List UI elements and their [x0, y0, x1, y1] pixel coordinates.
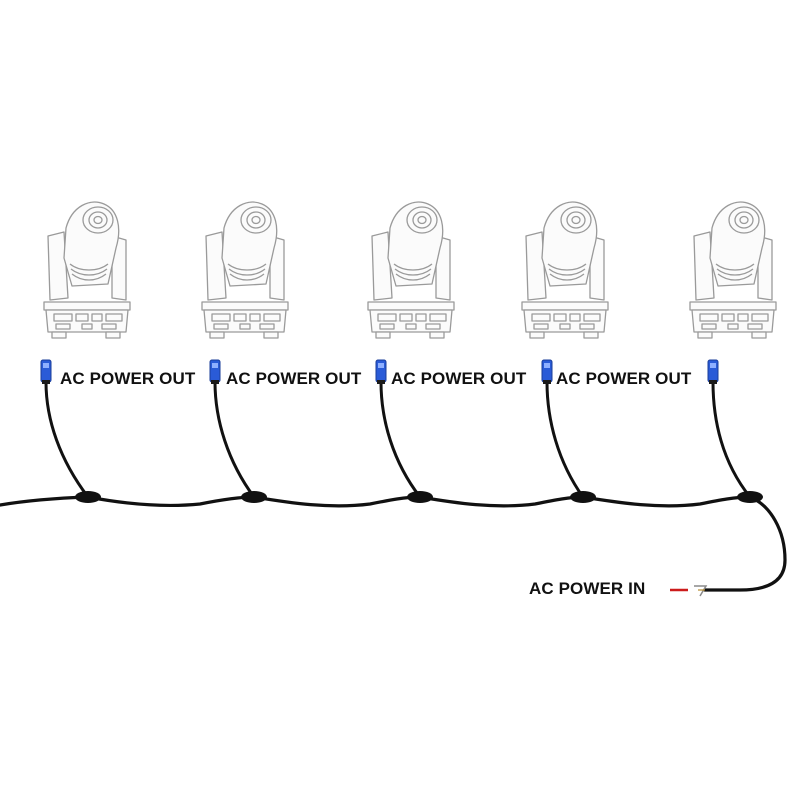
moving-head-5-fixture [688, 198, 778, 343]
powercon-connector-5 [707, 359, 719, 384]
drop-cable-1 [44, 380, 90, 499]
ac-power-out-label-4: AC POWER OUT [556, 369, 692, 388]
plug-end [670, 585, 708, 597]
drop-cable-2 [213, 380, 256, 499]
moving-head-icon [521, 201, 609, 339]
ac-power-out-label-3: AC POWER OUT [391, 369, 527, 388]
cable-splice-1 [75, 491, 101, 503]
cable-splice-5 [737, 491, 763, 503]
powercon-connector-4 [541, 359, 553, 384]
cable-splice-4 [570, 491, 596, 503]
moving-head-icon [201, 201, 289, 339]
ac-power-out-label-2: AC POWER OUT [226, 369, 362, 388]
drop-cable-4 [545, 380, 585, 499]
ac-power-out-label-1: AC POWER OUT [60, 369, 196, 388]
moving-head-2-fixture [200, 198, 290, 343]
cable-splice-2 [241, 491, 267, 503]
moving-head-4-fixture [520, 198, 610, 343]
main-trunk-cable [0, 495, 787, 592]
drop-cable-5 [711, 380, 752, 499]
ac-power-in-label: AC POWER IN [529, 579, 646, 598]
powercon-connector-2 [209, 359, 221, 384]
moving-head-icon [43, 201, 131, 339]
drop-cable-3 [379, 380, 422, 499]
powercon-connector-1 [40, 359, 52, 384]
moving-head-icon [689, 201, 777, 339]
moving-head-1-fixture [42, 198, 132, 343]
powercon-connector-3 [375, 359, 387, 384]
cable-splice-3 [407, 491, 433, 503]
moving-head-icon [367, 201, 455, 339]
moving-head-3-fixture [366, 198, 456, 343]
